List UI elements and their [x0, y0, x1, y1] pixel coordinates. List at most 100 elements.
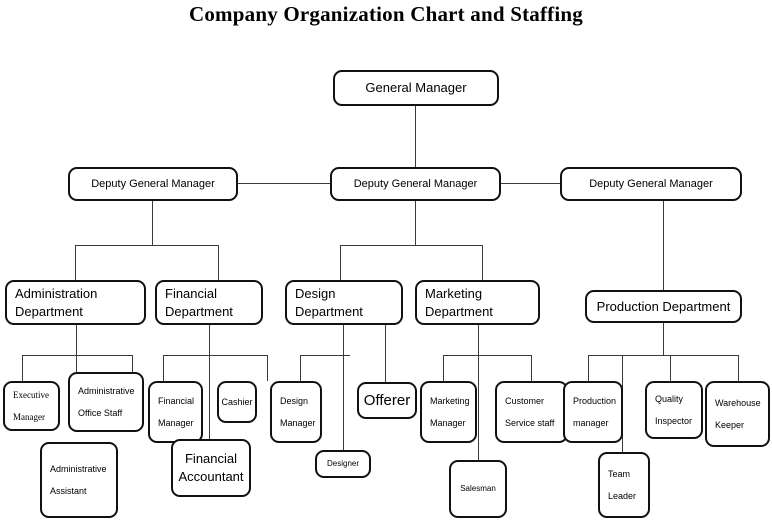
node-label: Salesman [460, 484, 496, 493]
connector-to-administration [75, 245, 76, 280]
node-general-manager[interactable]: General Manager [333, 70, 499, 106]
connector-to-cashier [267, 355, 268, 381]
node-warehouse-keeper[interactable]: Warehouse Keeper [705, 381, 770, 447]
node-label: Deputy General Manager [353, 178, 478, 190]
node-quality-inspector[interactable]: Quality Inspector [645, 381, 703, 439]
node-administration-department[interactable]: Administration Department [5, 280, 146, 325]
node-label-line2: Manager [430, 418, 466, 428]
node-administrative-assistant[interactable]: Administrative Assistant [40, 442, 118, 518]
node-label-line1: Warehouse [715, 398, 761, 408]
connector-to-marketing-manager [443, 355, 444, 381]
node-label-line1: Production [573, 396, 617, 406]
node-offerer[interactable]: Offerer [357, 382, 417, 419]
node-label-line1: Customer [505, 396, 545, 406]
node-label-line1: Marketing [425, 285, 483, 301]
node-label-line1: Administration [15, 285, 98, 301]
node-financial-accountant[interactable]: Financial Accountant [171, 439, 251, 497]
node-label-line1: Executive [13, 390, 49, 400]
connector-deputy2-to-deputy3 [500, 183, 560, 184]
node-label-line1: Financial [165, 285, 218, 301]
node-marketing-manager[interactable]: Marketing Manager [420, 381, 477, 443]
node-label-line2: Leader [608, 491, 637, 501]
connector-to-financial-accountant [209, 355, 210, 439]
node-deputy-general-manager-2[interactable]: Deputy General Manager [330, 167, 501, 201]
connector-administration-bus [22, 355, 132, 356]
node-label: General Manager [365, 80, 467, 95]
connector-production-bus [588, 355, 738, 356]
connector-production-drop [663, 322, 664, 355]
connector-deputy3-to-production [663, 200, 664, 290]
node-label-line1: Quality [655, 394, 684, 404]
connector-marketing-drop [478, 324, 479, 356]
node-administrative-office-staff[interactable]: Administrative Office Staff [68, 372, 144, 432]
node-executive-manager[interactable]: Executive Manager [3, 381, 60, 431]
node-cashier[interactable]: Cashier [217, 381, 257, 423]
node-label-line1: Design [295, 285, 336, 301]
node-label-line2: Inspector [655, 416, 693, 426]
node-label-line2: Accountant [178, 469, 244, 484]
node-label-line2: Keeper [715, 420, 745, 430]
connector-design-drop [343, 324, 344, 356]
connector-to-executive-manager [22, 355, 23, 381]
node-production-department[interactable]: Production Department [585, 290, 742, 323]
node-label: Deputy General Manager [589, 178, 713, 190]
node-financial-manager[interactable]: Financial Manager [148, 381, 203, 443]
connector-to-salesman [478, 355, 479, 465]
connector-gm-to-deputy2 [415, 105, 416, 167]
connector-financial-bus [163, 355, 267, 356]
node-production-manager[interactable]: Production manager [563, 381, 623, 443]
page-title: Company Organization Chart and Staffing [188, 2, 583, 26]
node-label-line2: Department [425, 303, 493, 319]
node-label-line1: Team [608, 469, 631, 479]
node-label-line2: Manager [158, 418, 194, 428]
connector-deputy1-to-deputy2 [237, 183, 330, 184]
node-label-line1: Administrative [50, 464, 107, 474]
node-financial-department[interactable]: Financial Department [155, 280, 263, 325]
node-label-line1: Administrative [78, 386, 135, 396]
connector-design-bus [300, 355, 350, 356]
node-label-line2: manager [573, 418, 609, 428]
connector-to-customer-service-staff [531, 355, 532, 381]
node-designer[interactable]: Designer [315, 450, 371, 478]
connector-deputy2-bus [340, 245, 482, 246]
node-label: Production Department [596, 298, 731, 314]
connector-marketing-bus [443, 355, 531, 356]
node-deputy-general-manager-1[interactable]: Deputy General Manager [68, 167, 238, 201]
node-label-line2: Department [165, 303, 233, 319]
node-marketing-department[interactable]: Marketing Department [415, 280, 540, 325]
connector-to-design-manager [300, 355, 301, 381]
node-label-line2: Office Staff [78, 408, 123, 418]
node-label: Designer [326, 459, 359, 468]
node-label-line2: Manager [13, 412, 45, 422]
connector-to-design [340, 245, 341, 280]
node-label-line2: Manager [280, 418, 316, 428]
node-label: Cashier [221, 397, 253, 407]
connector-financial-drop [209, 324, 210, 356]
node-label-line1: Financial [184, 451, 238, 466]
node-salesman[interactable]: Salesman [449, 460, 507, 518]
node-label: Deputy General Manager [91, 178, 215, 190]
node-label: Offerer [363, 391, 411, 409]
node-label-line1: Marketing [430, 396, 470, 406]
node-customer-service-staff[interactable]: Customer Service staff [495, 381, 568, 443]
node-team-leader[interactable]: Team Leader [598, 452, 650, 518]
node-label-line2: Department [295, 303, 363, 319]
connector-to-marketing [482, 245, 483, 280]
node-design-manager[interactable]: Design Manager [270, 381, 322, 443]
connector-to-offerer [385, 324, 386, 382]
node-label-line2: Service staff [505, 418, 555, 428]
connector-deputy2-drop [415, 200, 416, 245]
connector-to-quality-inspector [670, 355, 671, 381]
connector-to-financial [218, 245, 219, 280]
connector-to-production-manager [588, 355, 589, 381]
connector-to-financial-manager [163, 355, 164, 381]
node-label-line2: Assistant [50, 486, 87, 496]
node-label-line2: Department [15, 303, 83, 319]
node-label-line1: Financial [158, 396, 195, 406]
node-label-line1: Design [280, 396, 309, 406]
node-deputy-general-manager-3[interactable]: Deputy General Manager [560, 167, 742, 201]
connector-to-designer [343, 355, 344, 450]
node-design-department[interactable]: Design Department [285, 280, 403, 325]
connector-deputy1-bus [75, 245, 219, 246]
